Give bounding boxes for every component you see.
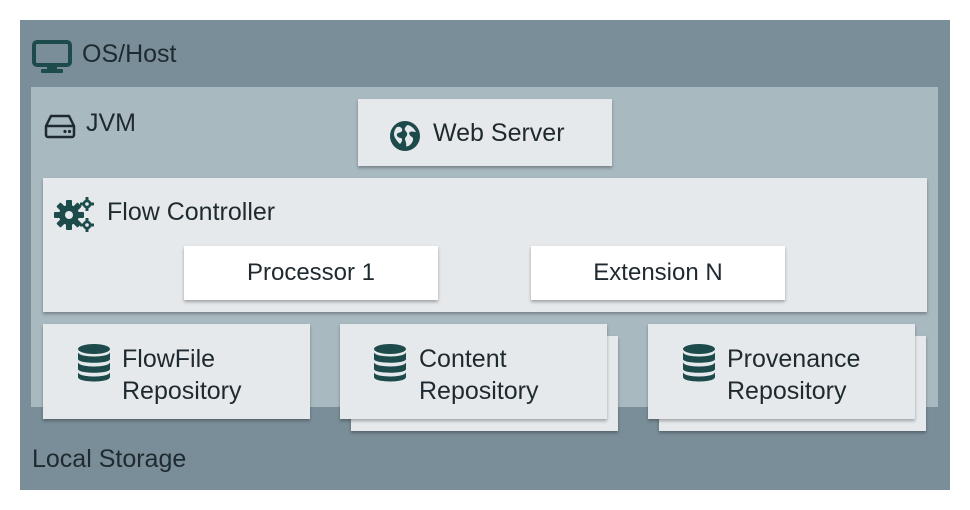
database-icon [373, 344, 407, 382]
hard-drive-icon [44, 113, 76, 139]
jvm-label: JVM [86, 109, 136, 137]
web-server-label: Web Server [433, 119, 565, 147]
extension-box: Extension N [531, 246, 785, 300]
content-repository-line1: Content [419, 345, 507, 373]
os-host-label: OS/Host [82, 40, 177, 68]
flowfile-repository-line2: Repository [122, 377, 242, 405]
processor-box: Processor 1 [184, 246, 438, 300]
provenance-repository-line1: Provenance [727, 345, 861, 373]
monitor-icon [32, 40, 72, 74]
globe-icon [389, 120, 421, 152]
gears-icon [54, 196, 96, 234]
database-icon [77, 344, 111, 382]
flowfile-repository-line1: FlowFile [122, 345, 216, 373]
database-icon [682, 344, 716, 382]
local-storage-label: Local Storage [32, 445, 187, 473]
provenance-repository-line2: Repository [727, 377, 847, 405]
content-repository-line2: Repository [419, 377, 539, 405]
flow-controller-label: Flow Controller [107, 198, 276, 226]
